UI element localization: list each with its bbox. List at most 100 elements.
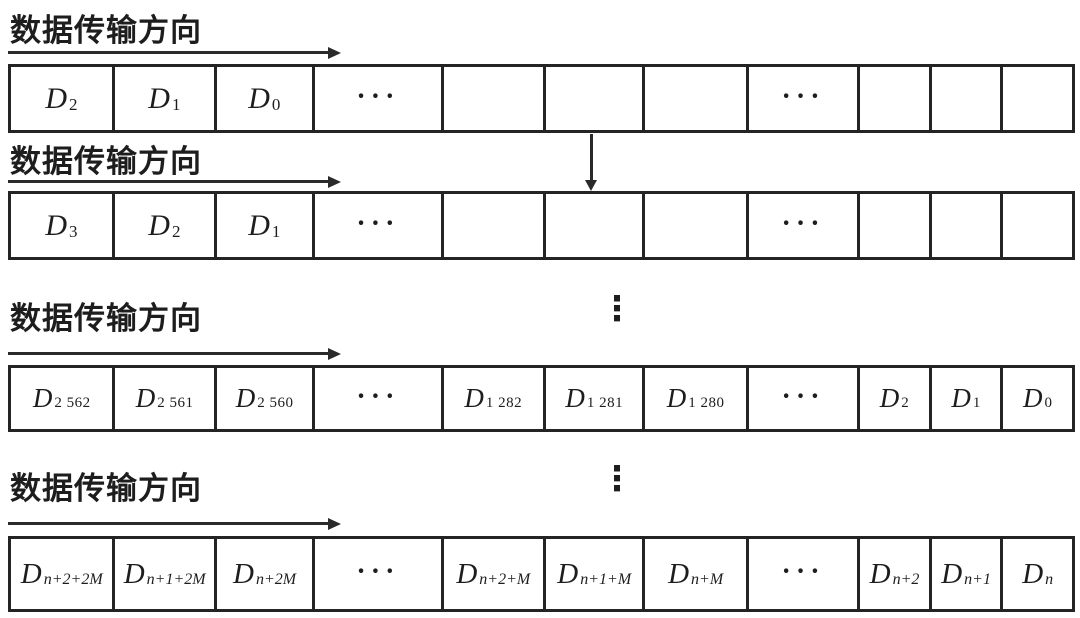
horizontal-dots: ··· — [781, 556, 825, 587]
cell-symbol: D — [135, 383, 156, 413]
cell-subscript: 2 560 — [257, 395, 294, 412]
cell-subscript: 3 — [69, 221, 79, 241]
right-arrow-icon-3 — [8, 347, 341, 360]
cell-symbol: D — [1022, 557, 1044, 590]
cell-symbol: D — [20, 557, 42, 590]
arrow-line — [8, 522, 331, 525]
cell-subscript: 0 — [271, 94, 281, 114]
empty-cell — [440, 67, 543, 130]
horizontal-dots: ··· — [781, 380, 825, 412]
cell-symbol: D — [235, 383, 256, 413]
cell-subscript: n+2 — [892, 570, 920, 588]
cell-symbol: D — [148, 81, 170, 115]
cell-subscript: 1 281 — [586, 395, 624, 412]
ellipsis-cell: ··· — [745, 194, 857, 257]
cell-subscript: 1 — [972, 395, 981, 412]
cell-subscript: n+1 — [964, 570, 991, 588]
direction-label-1: 数据传输方向 — [10, 13, 202, 48]
cell-subscript: n+1+2M — [146, 570, 206, 588]
direction-label-3: 数据传输方向 — [10, 301, 202, 336]
cell-subscript: 2 — [901, 395, 910, 412]
horizontal-dots: ··· — [356, 556, 400, 587]
cell-symbol: D — [557, 557, 579, 590]
arrow-head — [328, 517, 341, 530]
cell-subscript: 1 282 — [485, 395, 523, 412]
cell-subscript: n+2M — [255, 570, 297, 588]
cell-symbol: D — [233, 557, 254, 590]
cell-symbol: D — [464, 383, 484, 413]
ellipsis-cell: ··· — [312, 194, 440, 257]
vertical-ellipsis-1: ⋮ — [600, 289, 634, 329]
arrow-line — [8, 180, 331, 183]
empty-cell — [440, 194, 543, 257]
cell-symbol: D — [148, 208, 170, 242]
ellipsis-cell: ··· — [312, 539, 440, 609]
direction-label-2: 数据传输方向 — [10, 144, 202, 179]
ellipsis-cell: ··· — [745, 368, 857, 429]
arrow-line — [8, 51, 331, 54]
cell-subscript: n+1+M — [580, 570, 632, 588]
cell-symbol: D — [951, 383, 971, 413]
empty-cell — [857, 194, 929, 257]
empty-cell — [1000, 67, 1072, 130]
horizontal-dots: ··· — [781, 80, 825, 112]
cell-subscript: 1 — [171, 94, 181, 114]
cell-symbol: D — [879, 383, 900, 413]
cell-subscript: 2 562 — [54, 395, 91, 412]
arrow-head — [585, 180, 597, 191]
arrow-line — [8, 352, 331, 355]
cell-symbol: D — [1022, 383, 1043, 413]
horizontal-dots: ··· — [356, 380, 400, 412]
cell-subscript: 2 — [171, 221, 181, 241]
cell-symbol: D — [123, 557, 145, 590]
arrow-head — [328, 347, 341, 360]
direction-label-4: 数据传输方向 — [10, 471, 202, 506]
empty-cell — [642, 194, 745, 257]
empty-cell — [642, 67, 745, 130]
arrow-head — [328, 46, 341, 59]
empty-cell — [542, 194, 642, 257]
cell-subscript: n+2+M — [479, 570, 531, 588]
ellipsis-cell: ··· — [312, 67, 440, 130]
cell-subscript: n+M — [691, 570, 724, 588]
right-arrow-icon-4 — [8, 517, 341, 530]
cell-symbol: D — [565, 383, 585, 413]
cell-subscript: 2 561 — [157, 395, 194, 412]
cell-subscript: 1 — [271, 221, 281, 241]
cell-symbol: D — [869, 557, 891, 590]
cell-subscript: n+2+2M — [43, 570, 103, 588]
cell-symbol: D — [45, 81, 68, 115]
cell-symbol: D — [248, 208, 270, 242]
empty-cell — [928, 194, 1001, 257]
cell-symbol: D — [456, 557, 478, 590]
cell-subscript: 1 280 — [688, 395, 725, 412]
cell-subscript: 2 — [69, 94, 79, 114]
empty-cell — [542, 67, 642, 130]
cell-subscript: 0 — [1044, 395, 1053, 412]
vertical-ellipsis-2: ⋮ — [600, 459, 634, 499]
